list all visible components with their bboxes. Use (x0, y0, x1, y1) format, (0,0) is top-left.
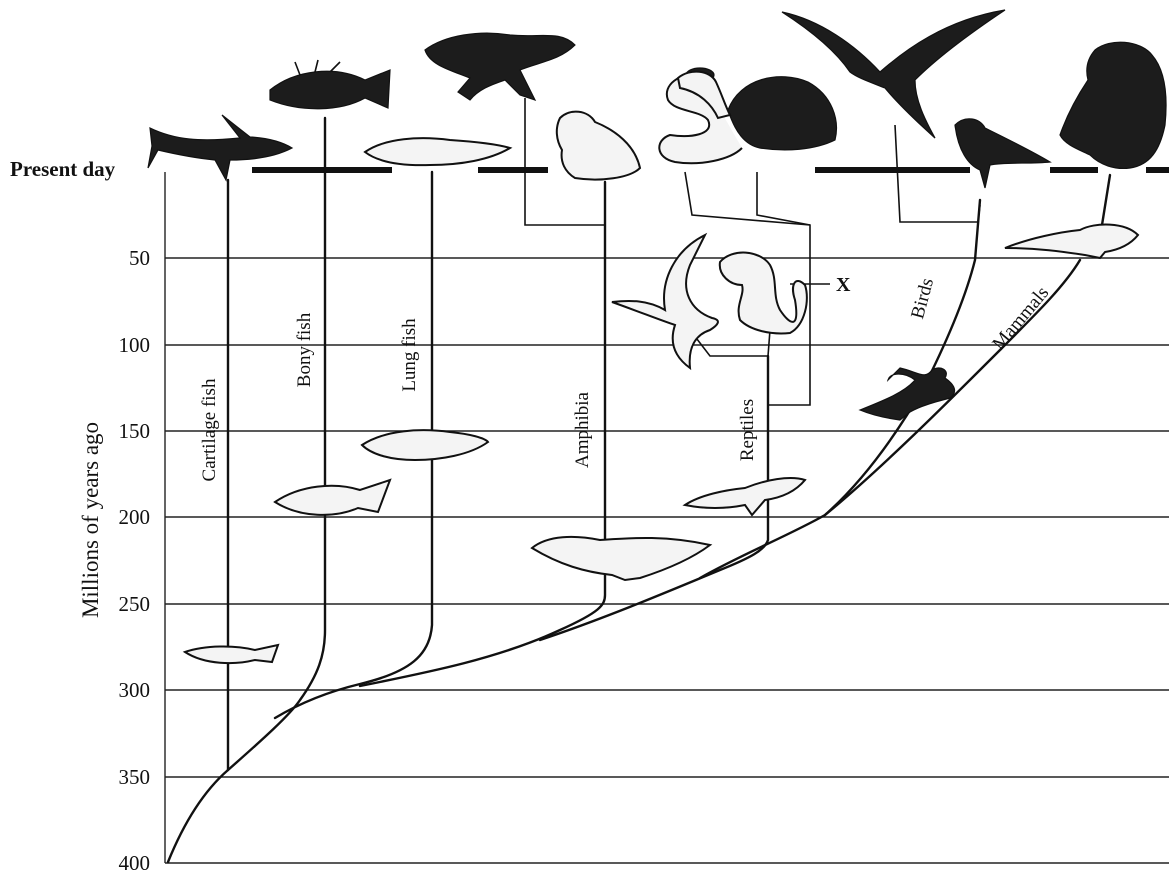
early-amphibian-icon (532, 537, 710, 580)
sparrow-icon (955, 119, 1050, 188)
label-birds: Birds (907, 276, 938, 321)
tick-350: 350 (119, 765, 151, 789)
label-lung-fish: Lung fish (399, 318, 420, 392)
y-axis-ticks: 50 100 150 200 250 300 350 400 (119, 246, 151, 875)
branch-dinosaur (768, 330, 770, 356)
present-day-label: Present day (10, 157, 116, 181)
pterosaur-icon (612, 235, 718, 368)
label-reptiles: Reptiles (737, 399, 758, 461)
branch-trunk (168, 770, 228, 862)
salamander-icon (425, 33, 575, 100)
tick-250: 250 (119, 592, 151, 616)
tick-150: 150 (119, 419, 151, 443)
tick-300: 300 (119, 678, 151, 702)
dinosaur-icon (720, 253, 807, 334)
marker-x: X (836, 274, 851, 296)
tick-200: 200 (119, 505, 151, 529)
frog-icon (557, 112, 640, 180)
label-bony-fish: Bony fish (294, 312, 315, 387)
tick-50: 50 (129, 246, 150, 270)
label-cartilage-fish: Cartilage fish (199, 378, 220, 481)
bony-fish-icon (270, 60, 390, 109)
early-cartilage-fish-icon (185, 645, 278, 663)
archaeopteryx-icon (860, 368, 955, 420)
y-axis-title: Millions of years ago (78, 422, 103, 618)
branch-snake (685, 172, 810, 225)
branches (168, 98, 1110, 862)
branch-bony-fish (228, 118, 325, 770)
early-mammal-icon (1005, 225, 1138, 258)
early-bony-fish-icon (275, 480, 390, 515)
tick-400: 400 (119, 851, 151, 875)
chimpanzee-icon (1060, 42, 1166, 168)
label-amphibia: Amphibia (572, 391, 593, 468)
early-lungfish-icon (362, 430, 488, 460)
label-mammals: Mammals (988, 283, 1053, 355)
early-reptile-icon (685, 478, 805, 515)
lungfish-icon (365, 138, 510, 165)
tick-100: 100 (119, 333, 151, 357)
